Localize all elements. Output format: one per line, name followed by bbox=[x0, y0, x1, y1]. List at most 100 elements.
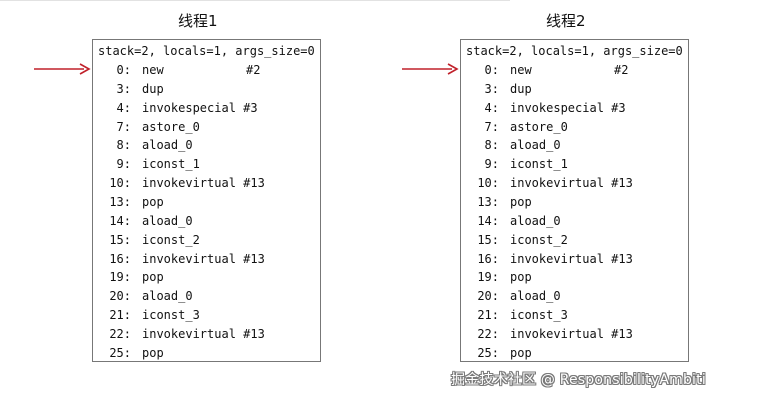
bytecode-offset: 9: bbox=[484, 157, 499, 172]
bytecode-offset: 0: bbox=[484, 63, 499, 77]
bytecode-opcode: invokevirtual #13 bbox=[510, 251, 633, 266]
bytecode-offset: 19: bbox=[477, 270, 499, 285]
thread-2-title: 线程2 bbox=[546, 12, 586, 30]
bytecode-offset: 10: bbox=[109, 176, 131, 191]
bytecode-offset: 25: bbox=[109, 345, 131, 360]
bytecode-offset: 21: bbox=[109, 308, 131, 323]
bytecode-opcode: aload_0 bbox=[142, 138, 193, 153]
bytecode-offset: 16: bbox=[477, 251, 499, 266]
bytecode-row: 14: aload_0 bbox=[93, 212, 320, 231]
bytecode-row: 13: pop bbox=[93, 193, 320, 212]
bytecode-opcode: aload_0 bbox=[510, 289, 561, 304]
bytecode-opcode: aload_0 bbox=[142, 213, 193, 228]
arrow-head bbox=[447, 63, 459, 75]
bytecode-row: 9: iconst_1 bbox=[93, 155, 320, 174]
pointer-arrow-thread-2 bbox=[402, 63, 459, 75]
bytecode-offset: 15: bbox=[477, 232, 499, 247]
thread-2-bytecode-box: stack=2, locals=1, args_size=0 0: new #2 3:… bbox=[460, 39, 689, 362]
bytecode-row: 10: invokevirtual #13 bbox=[93, 174, 320, 193]
bytecode-row: 19: pop bbox=[461, 268, 688, 287]
bytecode-offset: 14: bbox=[109, 213, 131, 228]
bytecode-opcode: dup bbox=[142, 81, 164, 96]
bytecode-offset: 8: bbox=[484, 138, 499, 153]
pointer-arrow-thread-1 bbox=[34, 63, 91, 75]
bytecode-row: 21: iconst_3 bbox=[461, 306, 688, 325]
bytecode-row: 8: aload_0 bbox=[461, 136, 688, 155]
bytecode-header: stack=2, locals=1, args_size=0 bbox=[98, 44, 315, 58]
bytecode-opcode: iconst_3 bbox=[510, 308, 568, 323]
bytecode-opcode: invokespecial #3 bbox=[510, 100, 626, 115]
bytecode-opcode: pop bbox=[142, 194, 164, 209]
bytecode-offset: 21: bbox=[477, 308, 499, 323]
bytecode-opcode: iconst_3 bbox=[142, 308, 200, 323]
bytecode-row: 10: invokevirtual #13 bbox=[461, 174, 688, 193]
bytecode-offset: 20: bbox=[477, 289, 499, 304]
bytecode-offset: 13: bbox=[477, 194, 499, 209]
bytecode-row: 9: iconst_1 bbox=[461, 155, 688, 174]
bytecode-offset: 16: bbox=[109, 251, 131, 266]
bytecode-offset: 3: bbox=[116, 81, 131, 96]
bytecode-row: 25: pop bbox=[461, 344, 688, 361]
bytecode-opcode: iconst_1 bbox=[510, 157, 568, 172]
bytecode-opcode: invokevirtual #13 bbox=[142, 176, 265, 191]
bytecode-row: 8: aload_0 bbox=[93, 136, 320, 155]
bytecode-row: 14:aload_0 bbox=[461, 212, 688, 231]
thread-1-title: 线程1 bbox=[178, 12, 218, 30]
bytecode-opcode: pop bbox=[510, 345, 532, 360]
bytecode-row: 13:pop bbox=[461, 193, 688, 212]
bytecode-offset: 15: bbox=[109, 232, 131, 247]
bytecode-offset: 22: bbox=[477, 326, 499, 341]
bytecode-row: 25:pop bbox=[93, 344, 320, 361]
bytecode-row: 16: invokevirtual #13 bbox=[93, 250, 320, 269]
bytecode-offset: 7: bbox=[116, 119, 131, 134]
bytecode-row: 20: aload_0 bbox=[461, 287, 688, 306]
bytecode-opcode: dup bbox=[510, 81, 532, 96]
bytecode-row: 22: invokevirtual #13 bbox=[93, 325, 320, 344]
bytecode-row: 19: pop bbox=[93, 268, 320, 287]
bytecode-offset: 10: bbox=[477, 176, 499, 191]
bytecode-opcode: pop bbox=[142, 270, 164, 285]
bytecode-opcode: invokevirtual #13 bbox=[142, 251, 265, 266]
bytecode-offset: 25: bbox=[477, 345, 499, 360]
bytecode-opcode: new bbox=[142, 63, 164, 77]
bytecode-row: 3: dup bbox=[461, 80, 688, 99]
bytecode-offset: 7: bbox=[484, 119, 499, 134]
bytecode-offset: 19: bbox=[109, 270, 131, 285]
bytecode-opcode: aload_0 bbox=[510, 213, 561, 228]
bytecode-offset: 3: bbox=[484, 81, 499, 96]
bytecode-opcode: pop bbox=[510, 270, 532, 285]
bytecode-row: 0:new#2 bbox=[93, 61, 320, 80]
bytecode-row: 15: iconst_2 bbox=[93, 231, 320, 250]
bytecode-row: 20: aload_0 bbox=[93, 287, 320, 306]
watermark-text: 掘金技术社区 @ ResponsibilityAmbiti bbox=[451, 372, 706, 388]
bytecode-row: 16: invokevirtual #13 bbox=[461, 250, 688, 269]
bytecode-row: 0: new #2 bbox=[461, 61, 688, 80]
bytecode-row: 15: iconst_2 bbox=[461, 231, 688, 250]
bytecode-opcode: astore_0 bbox=[142, 119, 200, 134]
bytecode-offset: 8: bbox=[116, 138, 131, 153]
bytecode-header: stack=2, locals=1, args_size=0 bbox=[466, 44, 683, 58]
arrow-head bbox=[79, 63, 91, 75]
bytecode-row: 3: dup bbox=[93, 80, 320, 99]
bytecode-row: 4: invokespecial #3 bbox=[461, 99, 688, 118]
bytecode-opcode: iconst_1 bbox=[142, 157, 200, 172]
bytecode-row: 21: iconst_3 bbox=[93, 306, 320, 325]
bytecode-opcode: aload_0 bbox=[142, 289, 193, 304]
bytecode-opcode: astore_0 bbox=[510, 119, 568, 134]
bytecode-offset: 0: bbox=[116, 63, 131, 77]
bytecode-offset: 13: bbox=[109, 194, 131, 209]
bytecode-offset: 20: bbox=[109, 289, 131, 304]
bytecode-offset: 4: bbox=[484, 100, 499, 115]
bytecode-opcode: aload_0 bbox=[510, 138, 561, 153]
bytecode-opcode: invokevirtual #13 bbox=[510, 326, 633, 341]
bytecode-offset: 22: bbox=[109, 326, 131, 341]
bytecode-opcode: invokevirtual #13 bbox=[142, 326, 265, 341]
bytecode-opcode: new bbox=[510, 63, 532, 77]
bytecode-opcode: invokevirtual #13 bbox=[510, 176, 633, 191]
bytecode-opcode: iconst_2 bbox=[142, 232, 200, 247]
bytecode-operand: #2 bbox=[614, 63, 629, 77]
bytecode-row: 7: astore_0 bbox=[461, 118, 688, 137]
bytecode-opcode: iconst_2 bbox=[510, 232, 568, 247]
bytecode-offset: 9: bbox=[116, 157, 131, 172]
